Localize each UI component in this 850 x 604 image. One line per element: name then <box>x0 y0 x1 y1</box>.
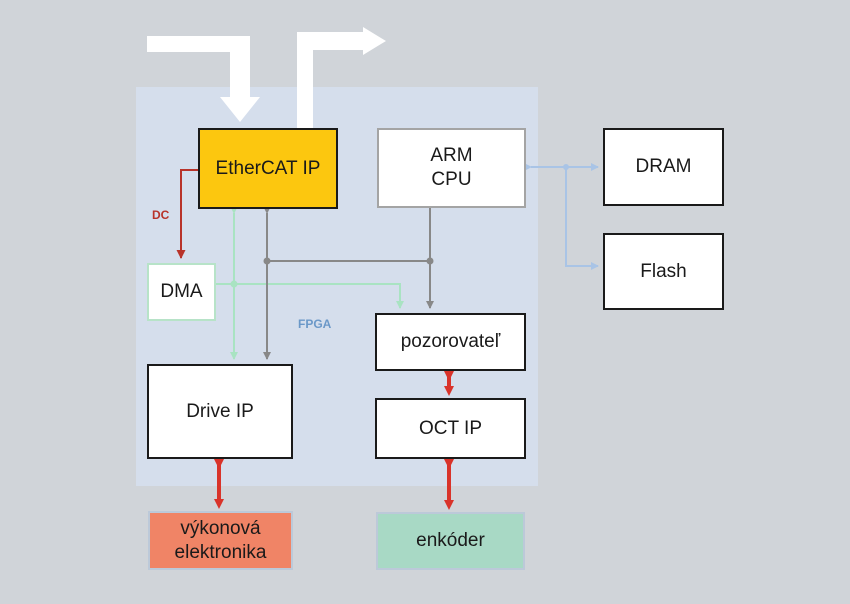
observer-label: pozorovateľ <box>400 331 501 352</box>
power-label-line2: elektronika <box>174 541 267 563</box>
arm-flash-line <box>565 167 599 270</box>
dram-block: DRAM <box>603 128 724 206</box>
green-bus-horizontal <box>216 283 404 309</box>
ethercat-ip-block: EtherCAT IP <box>198 128 338 209</box>
oct-ip-block: OCT IP <box>375 398 526 459</box>
arm-cpu-block: ARM CPU <box>377 128 526 208</box>
gray-bus-node-left <box>263 257 271 265</box>
drive-ip-block: Drive IP <box>147 364 293 459</box>
dma-block: DMA <box>147 263 216 321</box>
dma-label: DMA <box>160 281 203 302</box>
observer-block: pozorovateľ <box>375 313 526 371</box>
flash-label: Flash <box>640 260 687 282</box>
dc-connection <box>176 169 198 259</box>
fpga-label: FPGA <box>298 317 332 331</box>
power-electronics-block: výkonová elektronika <box>148 511 293 570</box>
flash-block: Flash <box>603 233 724 310</box>
ethernet-out-arrow <box>297 27 386 128</box>
drive-ip-label: Drive IP <box>186 400 254 422</box>
arm-label: ARM <box>430 145 473 166</box>
dram-label: DRAM <box>635 156 692 177</box>
oct-ip-label: OCT IP <box>419 417 482 439</box>
blue-bus-node <box>563 164 569 170</box>
dc-label: DC <box>152 208 170 222</box>
green-bus-node <box>230 280 238 288</box>
encoder-label: enkóder <box>416 530 485 551</box>
ethercat-ip-label: EtherCAT IP <box>215 157 321 179</box>
power-label-line1: výkonová <box>180 517 261 539</box>
gray-bus-node-right <box>426 257 434 265</box>
encoder-block: enkóder <box>376 512 525 570</box>
cpu-label: CPU <box>431 169 472 190</box>
ethernet-in-arrow <box>147 36 260 122</box>
